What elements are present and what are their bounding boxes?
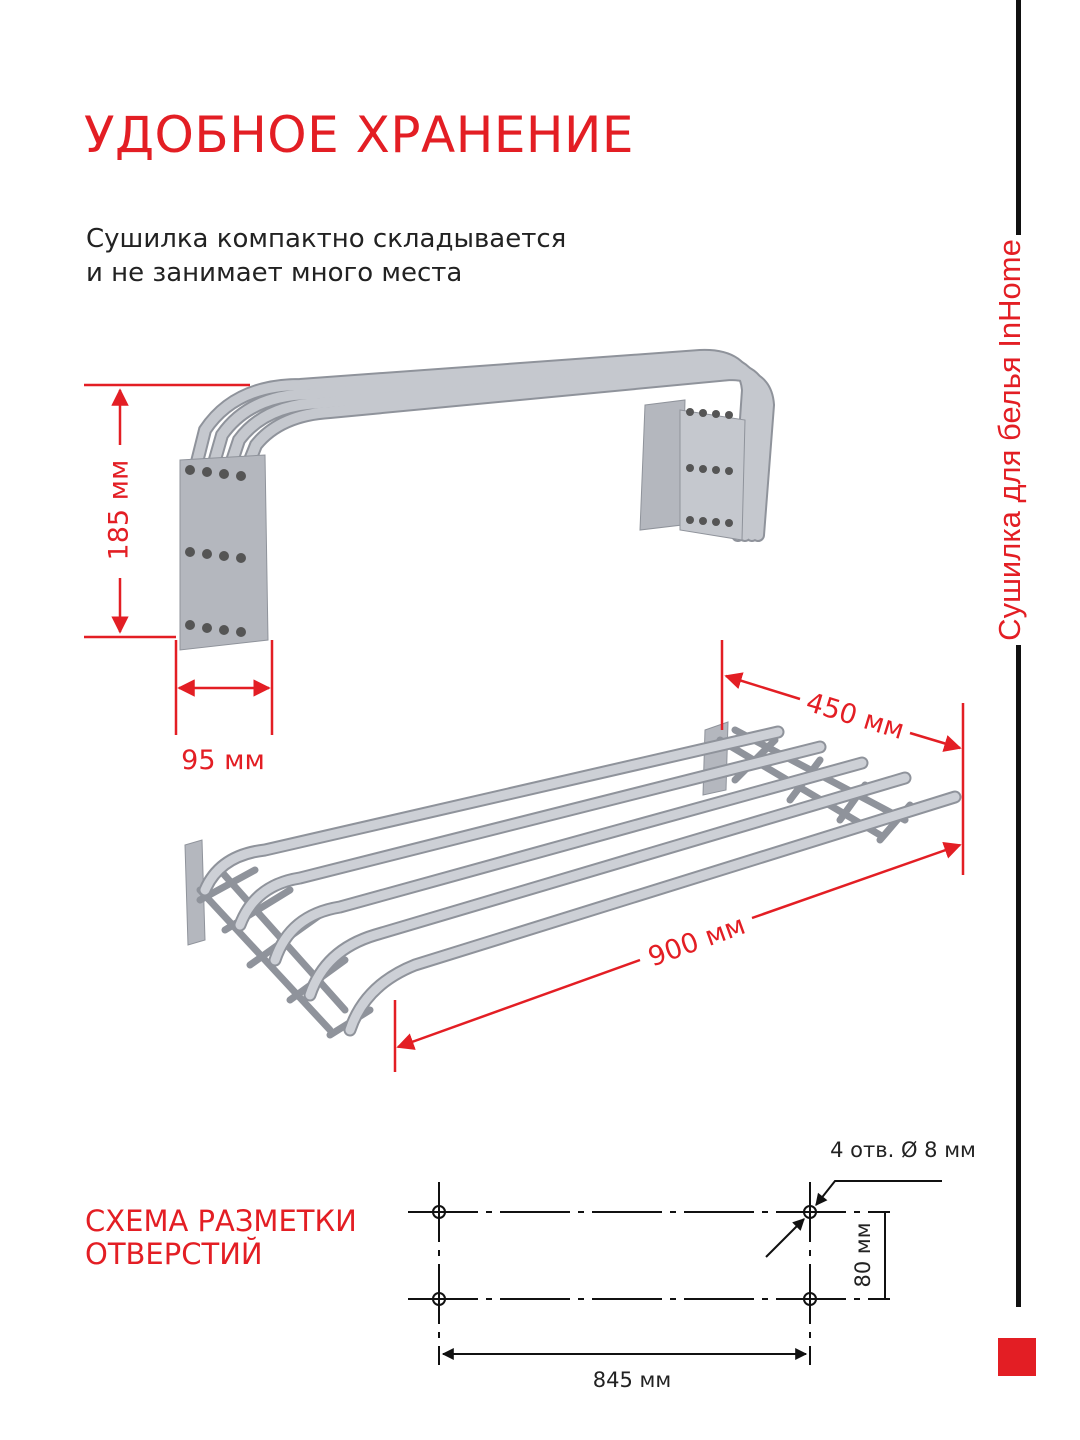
side-divider bbox=[1016, 645, 1021, 1307]
horizontal-spacing-label: 845 мм bbox=[593, 1368, 671, 1392]
folded-dimension-lines bbox=[84, 383, 274, 735]
scheme-title-line: СХЕМА РАЗМЕТКИ bbox=[85, 1204, 357, 1238]
holes-label: 4 отв. Ø 8 мм bbox=[830, 1138, 976, 1162]
hole-marker bbox=[432, 1205, 446, 1219]
extended-dryer-illustration bbox=[184, 721, 962, 1039]
length-label: 900 мм bbox=[644, 910, 749, 974]
subtitle-line: и не занимает много места bbox=[86, 258, 463, 288]
side-divider bbox=[1016, 0, 1021, 235]
subtitle: Сушилка компактно складывается и не зани… bbox=[86, 222, 566, 290]
page-title: УДОБНОЕ ХРАНЕНИЕ bbox=[84, 106, 635, 164]
subtitle-line: Сушилка компактно складывается bbox=[86, 224, 567, 254]
scheme-title: СХЕМА РАЗМЕТКИ ОТВЕРСТИЙ bbox=[85, 1205, 357, 1271]
brand-square bbox=[998, 1338, 1036, 1376]
folded-height-label: 185 мм bbox=[104, 460, 135, 561]
extended-depth-label: 450 мм bbox=[802, 687, 908, 746]
hole-marker bbox=[432, 1292, 446, 1306]
hole-marker bbox=[803, 1292, 817, 1306]
vertical-spacing-label: 80 мм bbox=[851, 1222, 875, 1287]
folded-dryer-illustration bbox=[179, 348, 776, 651]
extended-dimension-lines bbox=[393, 640, 965, 1072]
hole-marker bbox=[803, 1205, 817, 1219]
scheme-title-line: ОТВЕРСТИЙ bbox=[85, 1237, 263, 1271]
hole-scheme bbox=[408, 1180, 942, 1365]
folded-depth-label: 95 мм bbox=[181, 745, 265, 776]
